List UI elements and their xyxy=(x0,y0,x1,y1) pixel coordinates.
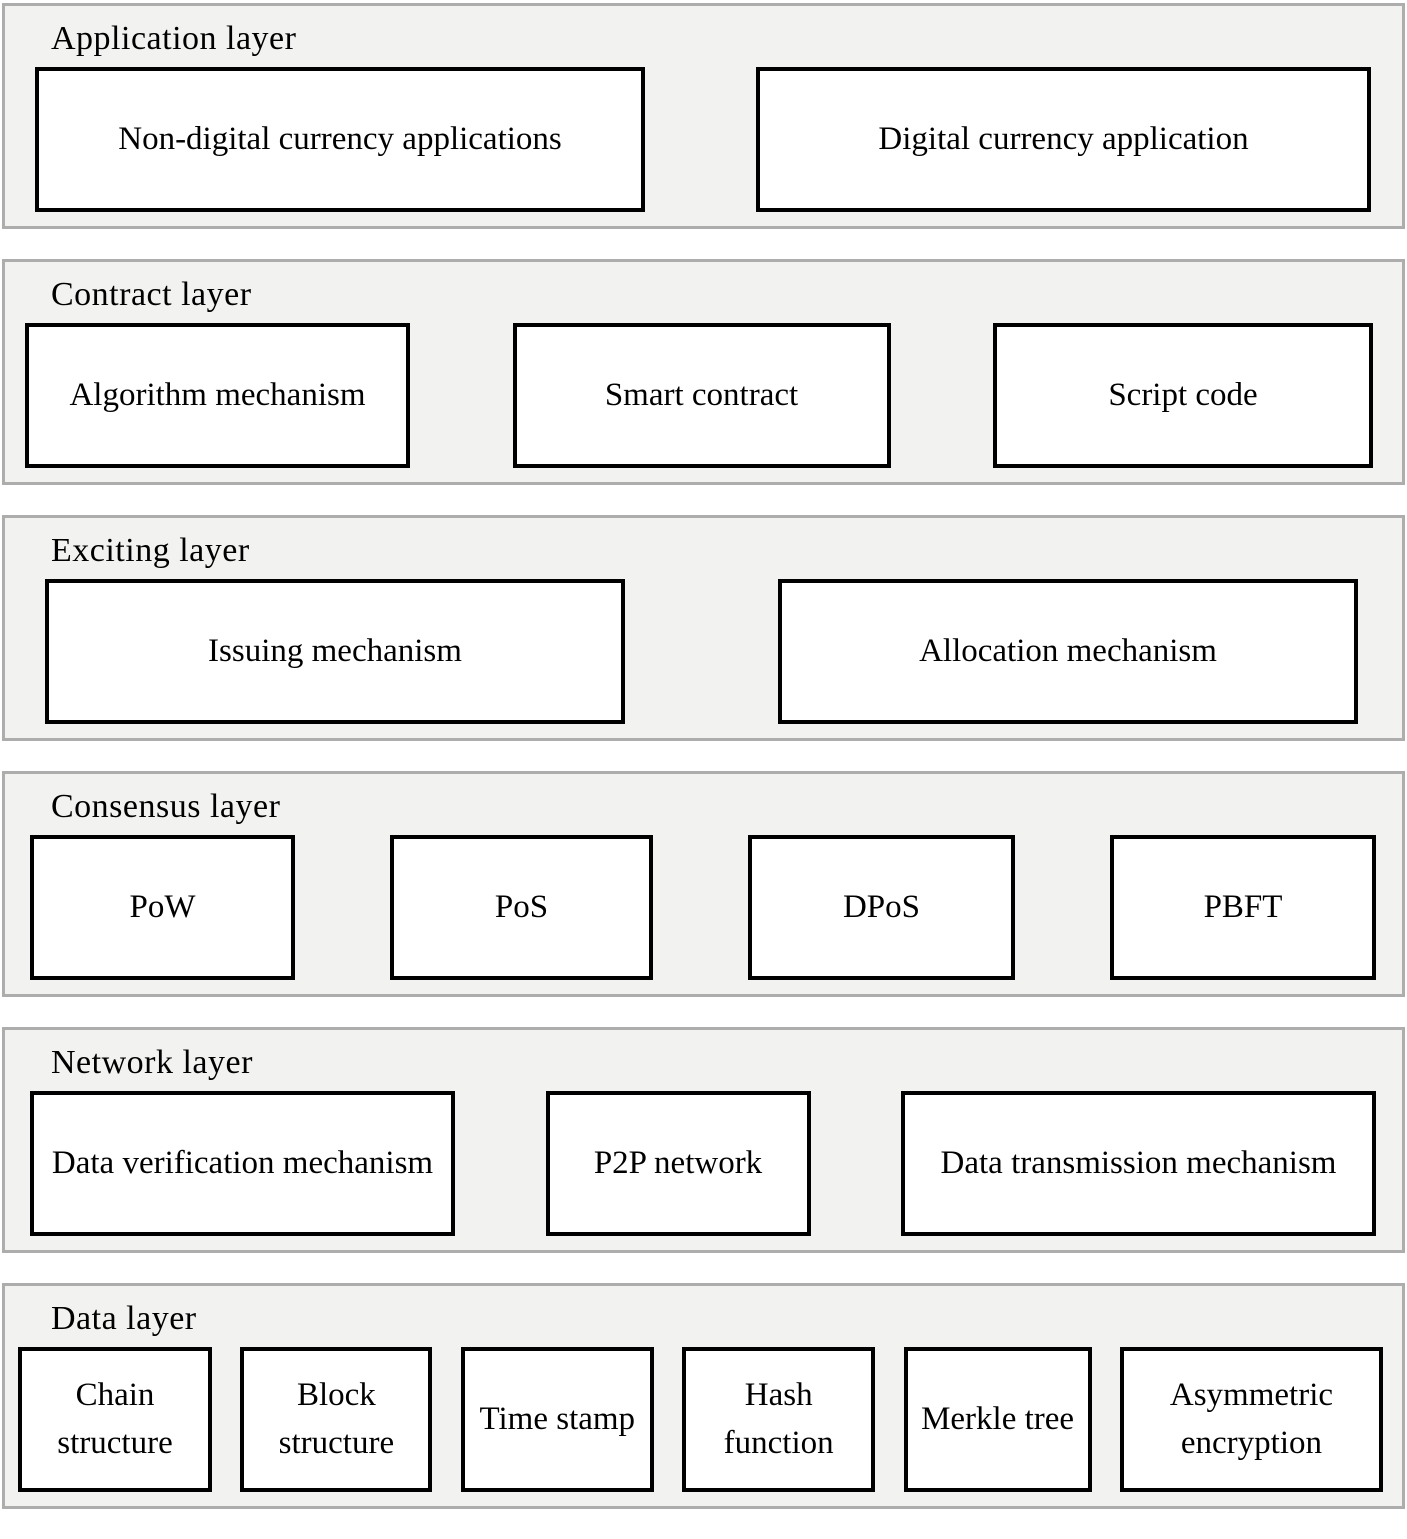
layer-exciting: Exciting layer Issuing mechanism Allocat… xyxy=(2,515,1405,741)
box-dpos: DPoS xyxy=(748,835,1015,981)
layer-application: Application layer Non-digital currency a… xyxy=(2,3,1405,229)
box-chain-structure: Chain structure xyxy=(18,1347,212,1493)
box-pbft: PBFT xyxy=(1110,835,1376,981)
layer-contract: Contract layer Algorithm mechanism Smart… xyxy=(2,259,1405,485)
layer-consensus: Consensus layer PoW PoS DPoS PBFT xyxy=(2,771,1405,997)
box-allocation-mechanism: Allocation mechanism xyxy=(778,579,1358,725)
layer-exciting-title: Exciting layer xyxy=(51,532,250,569)
layer-application-title: Application layer xyxy=(51,20,297,57)
box-script-code: Script code xyxy=(993,323,1373,469)
box-algorithm-mechanism: Algorithm mechanism xyxy=(25,323,410,469)
layer-consensus-title: Consensus layer xyxy=(51,788,281,825)
layer-network: Network layer Data verification mechanis… xyxy=(2,1027,1405,1253)
layer-exciting-row: Issuing mechanism Allocation mechanism xyxy=(5,579,1402,725)
box-digital-currency-application: Digital currency application xyxy=(756,67,1371,213)
box-hash-function: Hash function xyxy=(682,1347,876,1493)
box-p2p-network: P2P network xyxy=(545,1091,811,1237)
box-data-transmission-mechanism: Data transmission mechanism xyxy=(901,1091,1376,1237)
box-pow: PoW xyxy=(30,835,295,981)
layer-data: Data layer Chain structure Block structu… xyxy=(2,1283,1405,1509)
layer-consensus-row: PoW PoS DPoS PBFT xyxy=(5,835,1402,981)
layer-contract-title: Contract layer xyxy=(51,276,252,313)
box-smart-contract: Smart contract xyxy=(512,323,891,469)
layer-network-title: Network layer xyxy=(51,1044,253,1081)
layer-contract-row: Algorithm mechanism Smart contract Scrip… xyxy=(5,323,1402,469)
box-data-verification-mechanism: Data verification mechanism xyxy=(30,1091,455,1237)
box-time-stamp: Time stamp xyxy=(460,1347,654,1493)
box-merkle-tree: Merkle tree xyxy=(903,1347,1092,1493)
layer-network-row: Data verification mechanism P2P network … xyxy=(5,1091,1402,1237)
box-block-structure: Block structure xyxy=(240,1347,433,1493)
layer-data-row: Chain structure Block structure Time sta… xyxy=(5,1347,1402,1493)
box-asymmetric-encryption: Asymmetric encryption xyxy=(1119,1347,1383,1493)
layer-application-row: Non-digital currency applications Digita… xyxy=(5,67,1402,213)
box-non-digital-currency-applications: Non-digital currency applications xyxy=(35,67,645,213)
layer-data-title: Data layer xyxy=(51,1300,197,1337)
box-issuing-mechanism: Issuing mechanism xyxy=(45,579,625,725)
box-pos: PoS xyxy=(390,835,653,981)
